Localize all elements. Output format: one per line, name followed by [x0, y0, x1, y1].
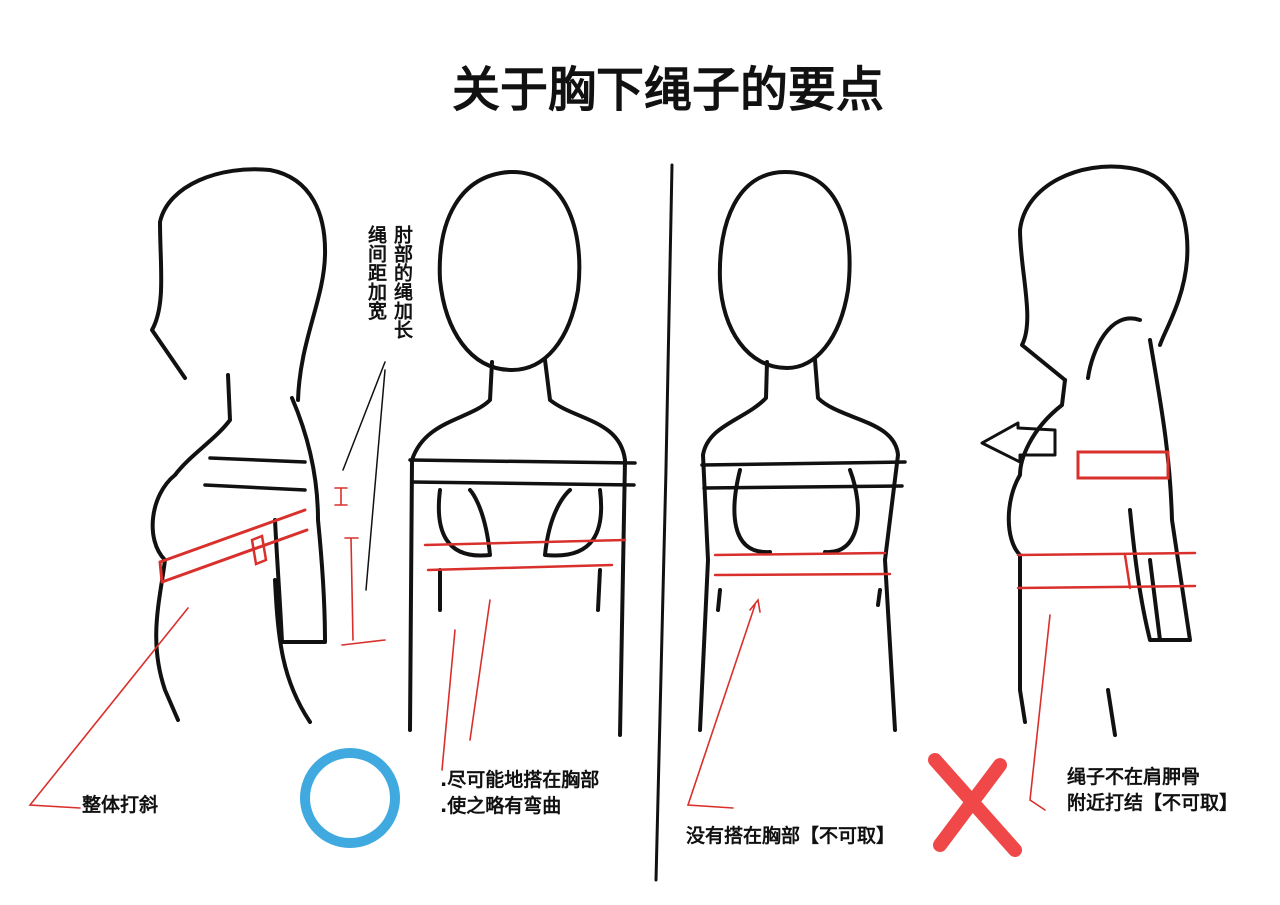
label-bad-not-on-chest: 没有搭在胸部【不可取】 [686, 824, 895, 847]
label-rope-spacing: 绳间距加宽 [365, 224, 388, 321]
page-title: 关于胸下绳子的要点 [452, 62, 884, 118]
label-good-tip-1: .尽可能地搭在胸部 [440, 768, 599, 791]
cross-icon [928, 753, 1022, 857]
figure-side-incorrect [980, 164, 1197, 811]
figure-front-incorrect [686, 170, 1022, 857]
figure-side-correct [28, 167, 386, 809]
label-good-tip-2: .使之略有弯曲 [440, 794, 561, 817]
divider-line [654, 163, 674, 882]
label-bad-knot-1: 绳子不在肩胛骨 [1067, 765, 1200, 788]
label-bad-knot-2: 附近打结【不可取】 [1067, 791, 1238, 814]
label-elbow-rope: 肘部的绳加长 [391, 225, 414, 340]
circle-icon [300, 748, 400, 848]
figure-front-correct [300, 169, 637, 848]
label-overall-slant: 整体打斜 [82, 793, 158, 816]
